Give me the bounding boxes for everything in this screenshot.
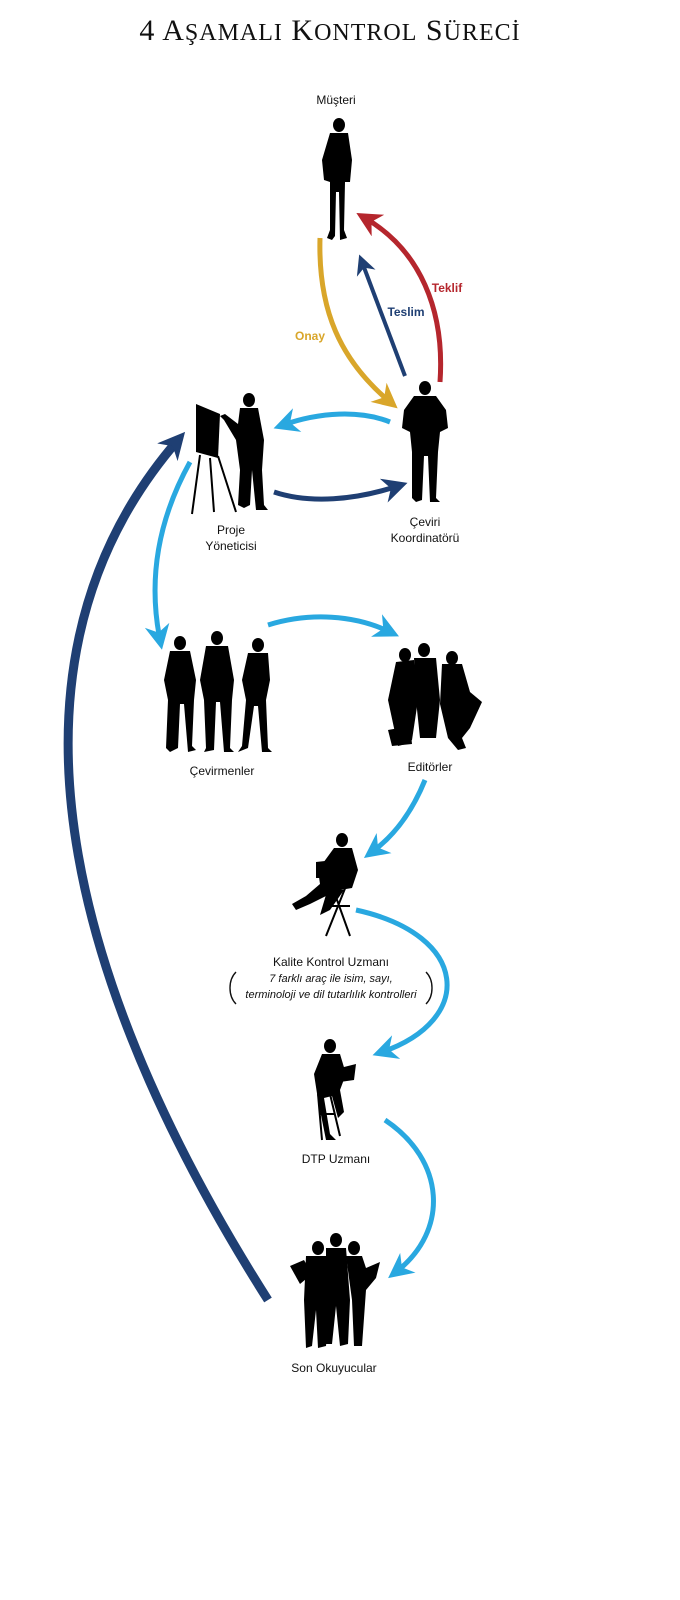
kalite-note-line1: 7 farklı araç ile isim, sayı, [269,973,392,985]
son-label: Son Okuyucular [291,1361,376,1375]
musteri-silhouette [322,118,352,240]
koordinator-silhouette [402,381,448,502]
kalite-to-dtp-arrow [355,907,450,1059]
teslim-label: Teslim [387,305,424,319]
teklif-label: Teklif [432,281,463,295]
koordinator-to-proje-arrow [273,408,391,432]
cevirmenler-to-editorler-arrow [267,614,399,637]
editorler-label: Editörler [408,760,453,774]
editorler-silhouette [388,643,482,750]
cevirmenler-silhouette [164,631,272,752]
cevirmenler-label: Çevirmenler [190,764,255,778]
son-to-proje-arrow [63,431,272,1303]
kalite-note-line2: terminoloji ve dil tutarlılık kontroller… [245,989,417,1001]
kalite-note-paren-left [229,971,237,1005]
koordinator-label-line1: Çeviri [410,515,441,529]
teklif-arrow [356,212,444,383]
kalite-label: Kalite Kontrol Uzmanı [273,955,389,969]
dtp-to-son-arrow [383,1117,436,1279]
editorler-to-kalite-arrow [363,779,428,858]
page-title: 4 AŞAMALI KONTROL SÜRECİ [139,14,520,47]
proje-label-line2: Yöneticisi [205,539,256,553]
onay-label: Onay [295,329,325,343]
proje-label-line1: Proje [217,523,245,537]
kalite-silhouette [292,833,358,937]
proje-silhouette [191,393,268,515]
dtp-label: DTP Uzmanı [302,1152,370,1166]
teslim-arrow [356,254,407,377]
proje-to-cevirmenler-arrow [144,460,193,650]
proje-to-koordinator-arrow [273,478,408,503]
musteri-label: Müşteri [316,93,355,107]
dtp-silhouette [314,1039,356,1141]
kalite-note-paren-right [425,971,433,1005]
koordinator-label-line2: Koordinatörü [391,531,460,545]
onay-arrow [317,237,398,409]
son-silhouette [290,1233,380,1348]
